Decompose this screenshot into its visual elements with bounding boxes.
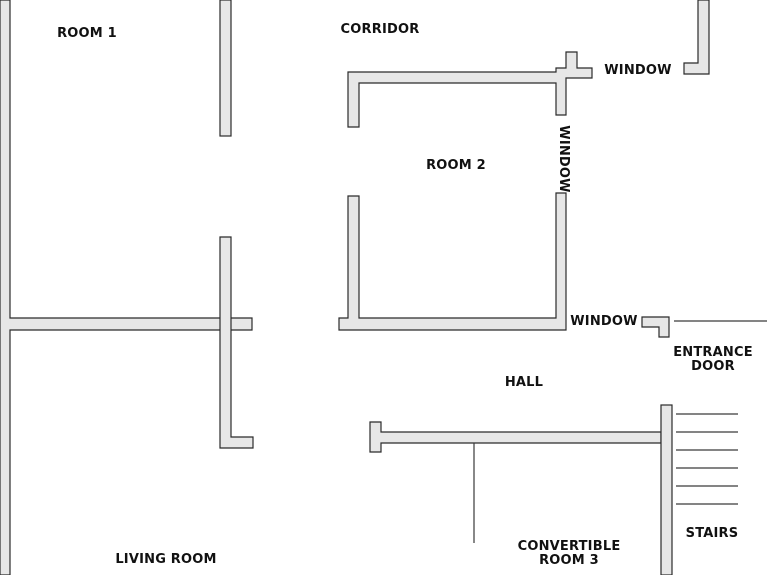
label-hall: HALL <box>505 375 543 390</box>
wall-window-bracket <box>641 316 670 338</box>
label-convertible-line1: CONVERTIBLE <box>518 539 621 554</box>
wall-left-outer <box>0 0 253 575</box>
label-entrance-line1: ENTRANCE <box>673 345 753 360</box>
label-convertible-line2: ROOM 3 <box>539 553 599 568</box>
wall-stairs <box>660 404 673 575</box>
label-entrance-line2: DOOR <box>691 359 735 374</box>
label-room2: ROOM 2 <box>426 158 486 173</box>
label-stairs: STAIRS <box>686 526 739 541</box>
wall-top-right <box>683 0 710 75</box>
label-window-top: WINDOW <box>604 63 671 78</box>
label-corridor: CORRIDOR <box>341 22 420 37</box>
wall-room2-bottom <box>338 192 567 331</box>
label-room1: ROOM 1 <box>57 26 117 41</box>
label-living-room: LIVING ROOM <box>115 552 216 567</box>
label-window-mid: WINDOW <box>570 314 637 329</box>
label-window-vertical: WINDOW <box>556 125 571 192</box>
wall-room1-right-top <box>219 0 232 137</box>
wall-hall-bottom <box>369 421 662 453</box>
wall-room1-right-lower <box>219 236 254 449</box>
stairs-treads <box>676 413 738 505</box>
wall-room2-top <box>347 51 593 128</box>
